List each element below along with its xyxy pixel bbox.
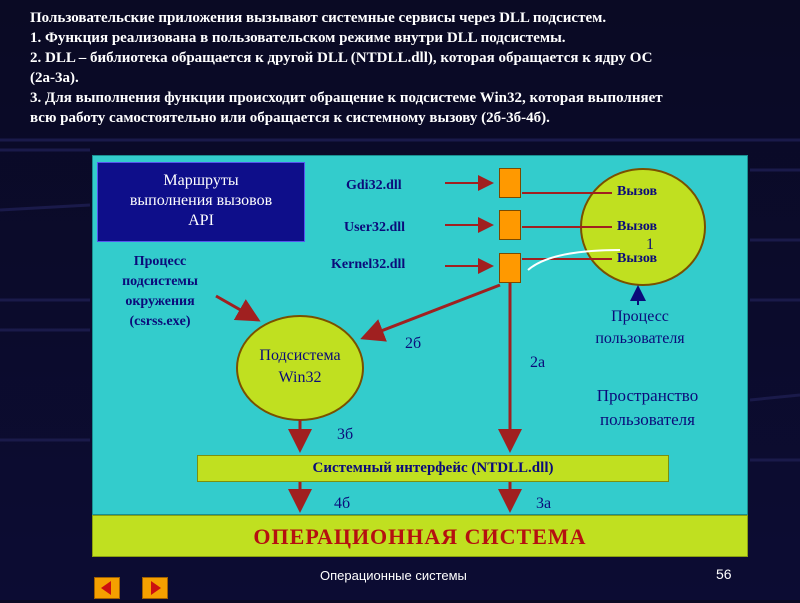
heading-line-6: всю работу самостоятельно или обращается… [30, 110, 550, 126]
call-label-1: Вызов [617, 184, 658, 199]
heading-line-2: 1. Функция реализована в пользовательско… [30, 30, 566, 46]
env-process-line-1: Процесс [133, 254, 187, 269]
arrow-right-icon [151, 581, 161, 595]
dll-label-user32: User32.dll [344, 220, 406, 235]
legend-line-1: Маршруты [163, 172, 239, 189]
heading-line-4: (2а-3а). [30, 70, 79, 86]
user32-node [499, 210, 521, 240]
label-4b: 4б [334, 495, 351, 512]
env-process-line-3: окружения [125, 294, 195, 309]
gdi32-node [499, 168, 521, 198]
call-label-2: Вызов [617, 219, 658, 234]
label-2a: 2а [530, 354, 546, 371]
dll-label-gdi32: Gdi32.dll [346, 178, 402, 193]
prev-slide-button[interactable] [94, 577, 120, 599]
heading-line-3: 2. DLL – библиотека обращается к другой … [30, 50, 653, 66]
env-process-line-4: (csrss.exe) [129, 314, 191, 329]
marker-1: 1 [646, 236, 654, 253]
env-process-label: Процесс подсистемы окружения (csrss.exe) [100, 252, 220, 332]
user-space-label: Пространство пользователя [575, 384, 720, 432]
next-slide-button[interactable] [142, 577, 168, 599]
page-number: 56 [716, 566, 732, 582]
label-3a: 3а [536, 495, 552, 512]
legend-box: Маршруты выполнения вызовов API [97, 162, 305, 242]
win32-line-2: Win32 [278, 369, 322, 386]
user-process-line-1: Процесс [611, 308, 669, 325]
legend-line-3: API [188, 212, 214, 229]
footer-title: Операционные системы [320, 568, 467, 583]
system-interface-bar: Системный интерфейс (NTDLL.dll) [197, 455, 669, 482]
user-process-line-2: пользователя [595, 330, 685, 347]
os-bar: ОПЕРАЦИОННАЯ СИСТЕМА [92, 515, 748, 557]
user-process-label: Процесс пользователя [575, 306, 705, 350]
win32-line-1: Подсистема [259, 347, 341, 364]
label-2b: 2б [405, 335, 422, 352]
user-space-line-1: Пространство [596, 386, 699, 405]
heading-line-5: 3. Для выполнения функции происходит обр… [30, 90, 663, 106]
user-space-line-2: пользователя [600, 410, 695, 429]
legend-line-2: выполнения вызовов [129, 192, 273, 209]
heading-line-1: Пользовательские приложения вызывают сис… [30, 10, 607, 26]
dll-label-kernel32: Kernel32.dll [331, 257, 406, 272]
env-process-line-2: подсистемы [122, 274, 198, 289]
kernel32-node [499, 253, 521, 283]
win32-label: Подсистема Win32 [240, 345, 360, 389]
call-label-3: Вызов [617, 251, 658, 266]
label-3b: 3б [337, 426, 354, 443]
arrow-left-icon [101, 581, 111, 595]
heading-text: Пользовательские приложения вызывают сис… [30, 8, 780, 128]
